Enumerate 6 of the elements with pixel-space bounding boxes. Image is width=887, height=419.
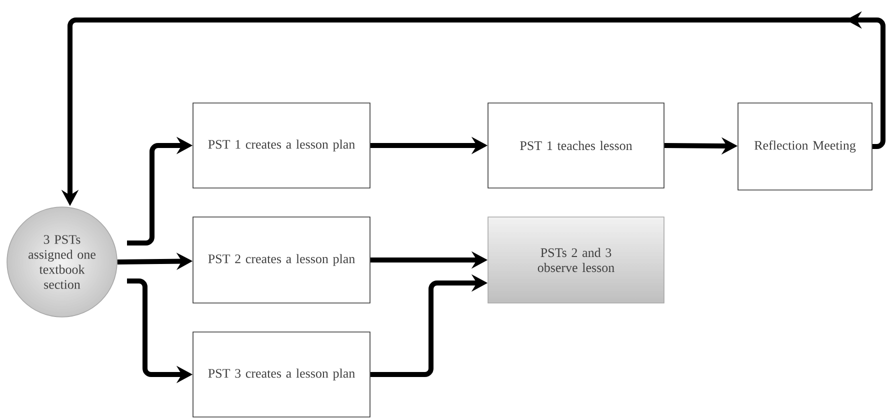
process-box: PSTs 2 and 3 observe lesson <box>488 216 664 304</box>
process-box: PST 3 creates a lesson plan <box>192 332 370 418</box>
process-box: PST 1 teaches lesson <box>488 102 664 188</box>
process-box: Reflection Meeting <box>738 102 872 190</box>
process-box: PST 1 creates a lesson plan <box>192 102 370 188</box>
process-box: PST 2 creates a lesson plan <box>192 216 370 304</box>
